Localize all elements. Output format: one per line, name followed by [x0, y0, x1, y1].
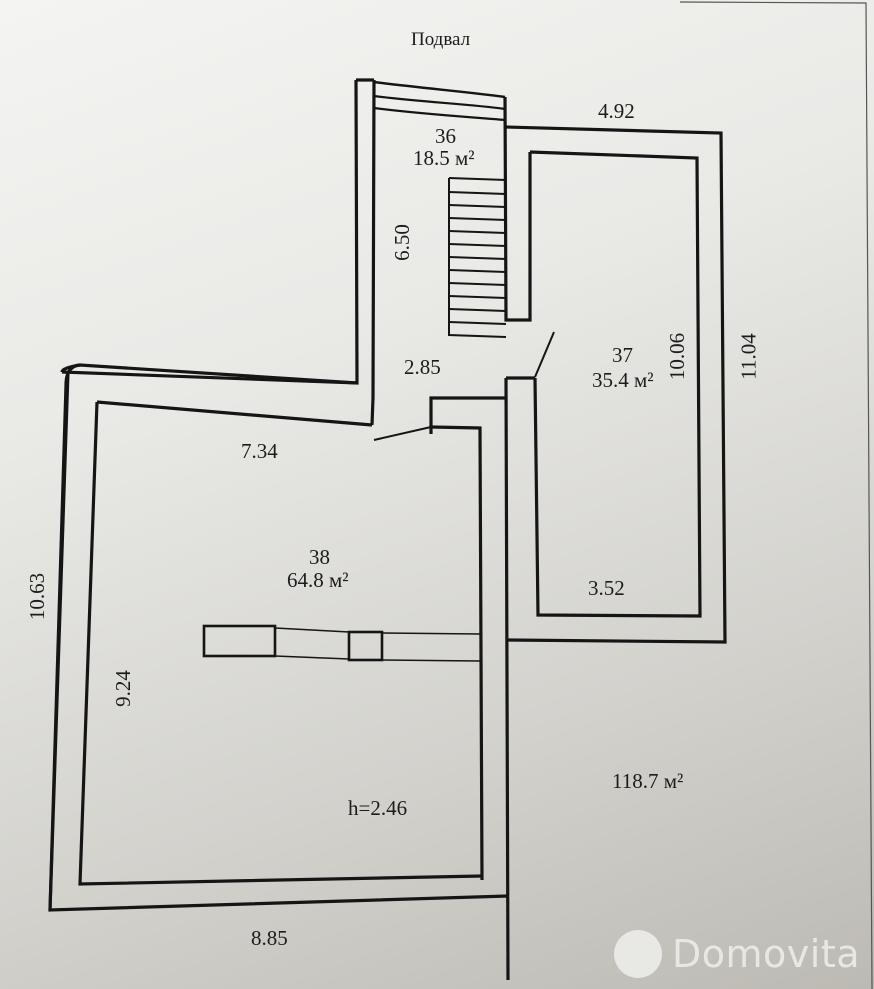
dimension-room38-width: 7.34 — [241, 439, 278, 463]
wall-room38-inner — [96, 400, 373, 427]
domovita-watermark: Domovita — [614, 928, 860, 980]
dimension-room37-width: 3.52 — [588, 576, 625, 600]
room-36-number: 36 — [435, 124, 456, 148]
dimension-corridor-width: 2.85 — [404, 355, 441, 379]
wall-opening-strip — [202, 624, 481, 662]
room-38-area: 64.8 м² — [287, 568, 349, 592]
room-37-area: 35.4 м² — [592, 368, 654, 392]
wall-room37-inner — [529, 150, 702, 618]
dimension-room37-height: 10.06 — [665, 332, 690, 381]
watermark-brand: Domovita — [672, 932, 861, 976]
plan-title: Подвал — [411, 29, 471, 50]
domovita-logo-icon — [614, 930, 662, 978]
wall-room37-outer — [505, 125, 727, 644]
ceiling-height-label: h=2.46 — [348, 796, 408, 820]
dimension-room38-height: 9.24 — [110, 670, 135, 707]
room-38-number: 38 — [309, 545, 330, 569]
dimension-outer-bottom-width: 8.85 — [251, 926, 288, 950]
wall-room38-outer — [48, 363, 509, 912]
door-room38 — [373, 426, 432, 441]
dimension-outer-right-height: 11.04 — [736, 333, 761, 380]
total-area-label: 118.7 м² — [612, 769, 684, 793]
staircase-steps — [448, 177, 507, 338]
dimension-stair-height: 6.50 — [389, 224, 414, 261]
door-room37 — [534, 331, 555, 378]
dimension-top-right-width: 4.92 — [598, 99, 635, 123]
wall-stair-outer-left — [61, 79, 359, 385]
room-37-number: 37 — [612, 343, 633, 367]
dimension-outer-left-height: 10.63 — [25, 572, 50, 621]
room-36-area: 18.5 м² — [413, 146, 475, 170]
